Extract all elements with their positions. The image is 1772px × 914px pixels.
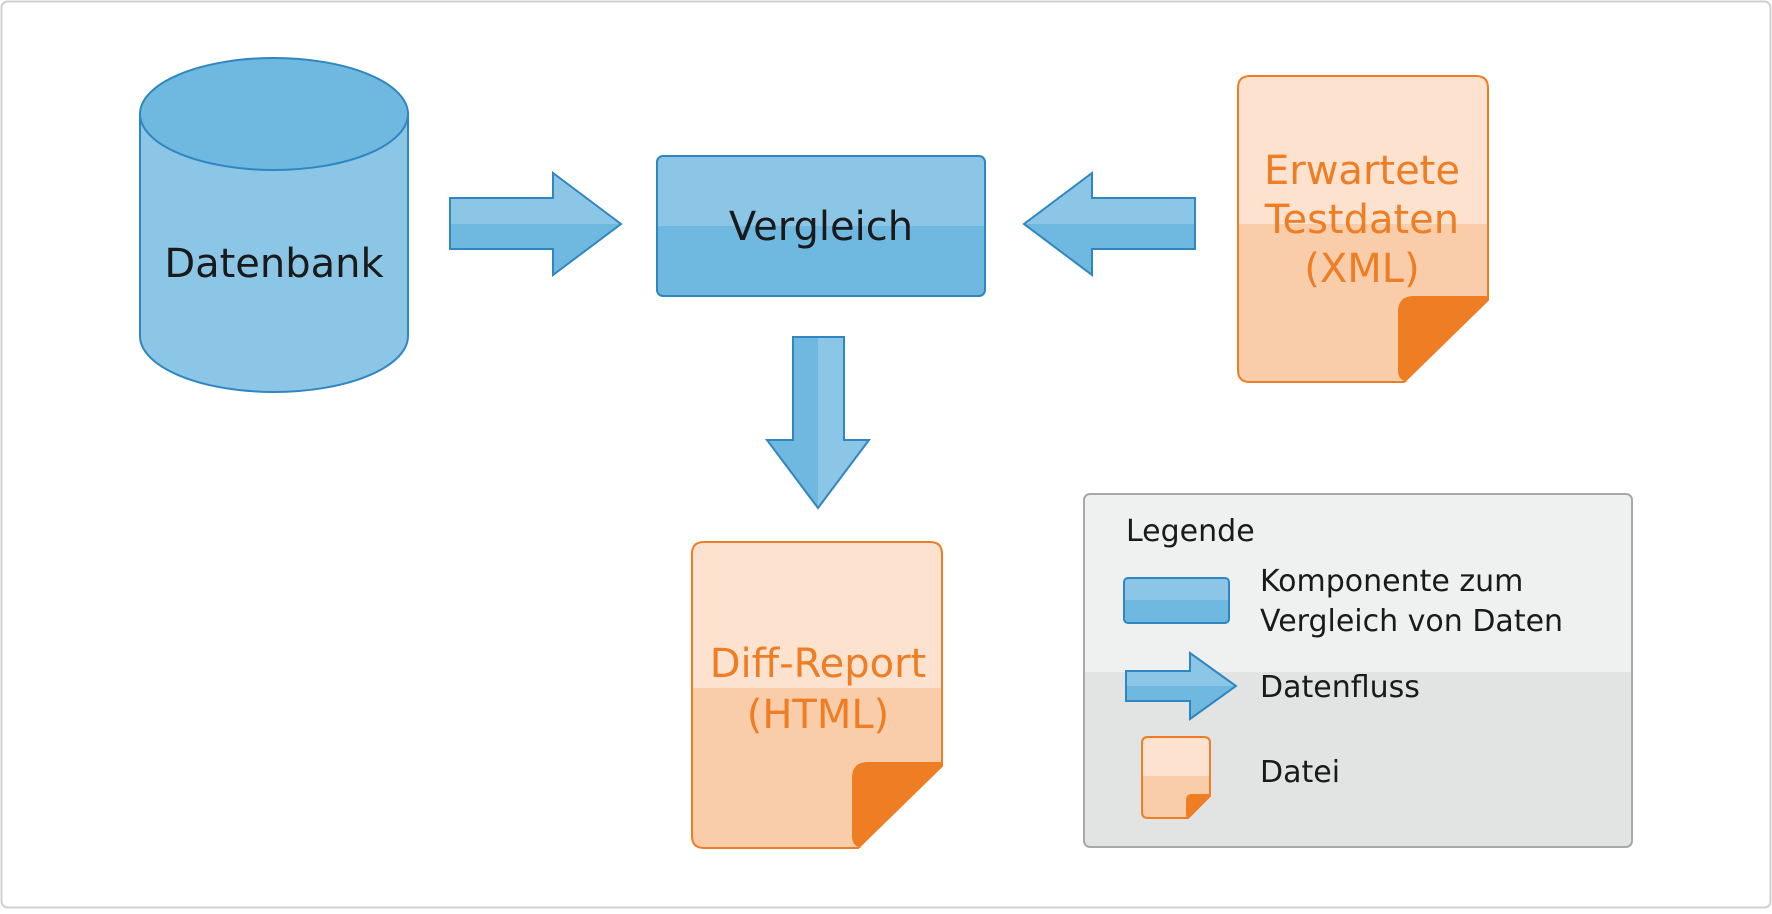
database-cylinder-top [139,57,409,171]
comparison-label: Vergleich [729,204,913,250]
expected-file-line-1: Erwartete [1264,148,1460,194]
comparison-node: Vergleich [656,155,986,297]
legend-title: Legende [1126,514,1255,549]
legend-flow-label: Datenfluss [1260,670,1420,705]
expected-file-line-3: (XML) [1304,246,1419,292]
legend-file-label: Datei [1260,755,1340,790]
comparison-box-outline [656,155,986,297]
database-cylinder-body [139,113,409,393]
legend-component-icon [1123,577,1230,624]
legend-file-icon [1141,736,1211,819]
legend-panel: Legende Komponente zum Vergleich von Dat… [1083,493,1633,848]
database-node: Datenbank [139,57,409,393]
flow-arrow-database-to-comparison [449,171,623,277]
legend-flow-arrow-icon [1125,651,1238,721]
diff-report-line-1: Diff-Report [710,641,927,687]
diff-report-file: Diff-Report (HTML) [691,541,943,849]
flow-arrow-comparison-to-report [765,336,871,510]
expected-testdata-file: Erwartete Testdaten (XML) [1237,75,1489,383]
diff-report-outline [691,541,943,849]
flow-arrow-expected-to-comparison [1022,171,1196,277]
expected-file-outline [1237,75,1489,383]
database-label: Datenbank [164,241,384,287]
expected-file-line-2: Testdaten [1264,197,1459,243]
comparison-box-top [657,156,985,226]
legend-component-line-2: Vergleich von Daten [1260,604,1563,639]
legend-component-line-1: Komponente zum [1260,564,1523,599]
diff-report-line-2: (HTML) [747,692,890,738]
